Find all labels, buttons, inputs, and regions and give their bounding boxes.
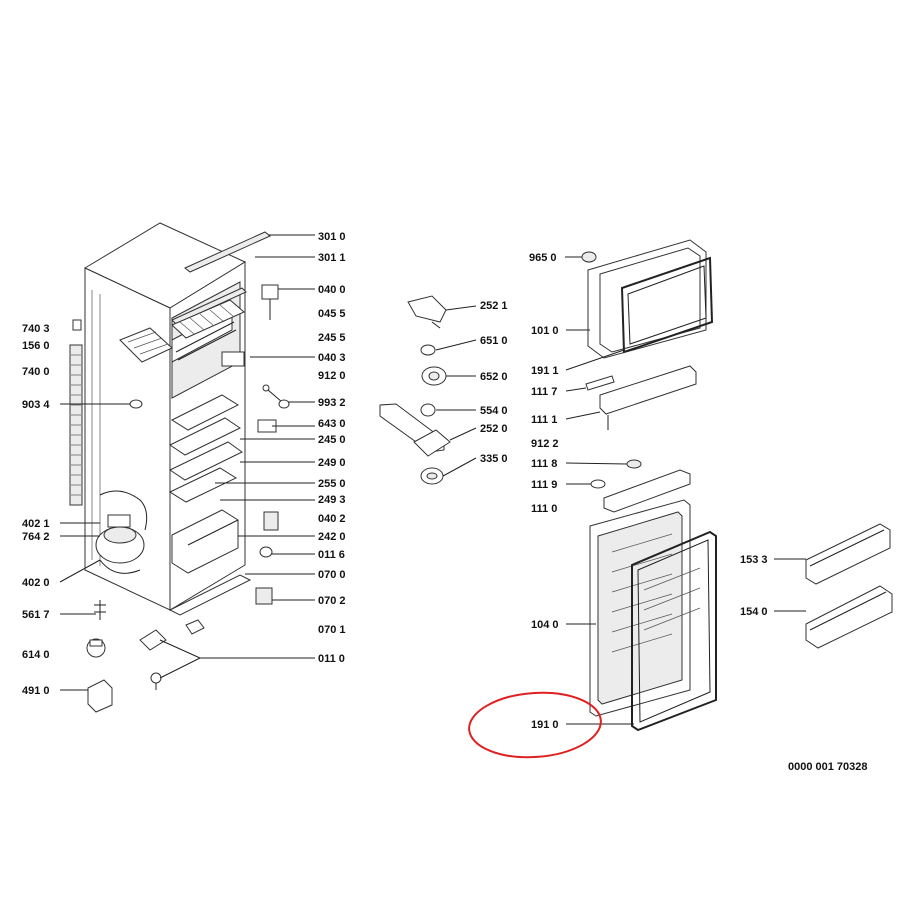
callout-335-0: 335 0: [480, 453, 508, 465]
ice-tray: [119, 327, 173, 363]
callout-111-7: 111 7: [531, 386, 557, 398]
callout-993-2: 993 2: [318, 397, 346, 409]
callout-111-8: 111 8: [531, 458, 557, 470]
callout-491-0: 491 0: [22, 685, 50, 697]
callout-965-0: 965 0: [529, 252, 557, 264]
callout-040-3: 040 3: [318, 352, 346, 364]
compressor: [95, 490, 148, 574]
callout-740-3: 740 3: [22, 323, 50, 335]
callout-labels: 301 0 301 1 040 0 045 5 245 5 040 3 912 …: [22, 231, 868, 773]
callout-651-0: 651 0: [480, 335, 508, 347]
callout-011-0: 011 0: [318, 653, 345, 665]
callout-554-0: 554 0: [480, 405, 508, 417]
middle-parts: [379, 295, 451, 485]
callout-255-0: 255 0: [318, 478, 346, 490]
callout-252-0: 252 0: [480, 423, 508, 435]
cabinet-small-parts: [168, 284, 290, 635]
callout-191-1: 191 1: [531, 365, 559, 377]
callout-154-0: 154 0: [740, 606, 768, 618]
callout-070-2: 070 2: [318, 595, 346, 607]
bottom-left-parts: [86, 600, 167, 713]
callout-301-1: 301 1: [318, 252, 346, 264]
callout-111-9: 111 9: [531, 479, 557, 491]
callout-040-2: 040 2: [318, 513, 346, 525]
callout-402-0: 402 0: [22, 577, 50, 589]
callout-111-1: 111 1: [531, 414, 557, 426]
callout-402-1: 402 1: [22, 518, 50, 530]
callout-249-0: 249 0: [318, 457, 346, 469]
callout-101-0: 101 0: [531, 325, 559, 337]
callout-045-5: 045 5: [318, 308, 346, 320]
callout-104-0: 104 0: [531, 619, 559, 631]
callout-111-0: 111 0: [531, 503, 557, 515]
callout-912-2: 912 2: [531, 438, 559, 450]
callout-070-0: 070 0: [318, 569, 346, 581]
callout-249-3: 249 3: [318, 494, 346, 506]
freezer-door: [581, 239, 717, 732]
leader-lines: [59, 234, 806, 725]
callout-903-4: 903 4: [22, 399, 50, 411]
freezer-grid: [171, 299, 245, 339]
callout-245-5: 245 5: [318, 332, 346, 344]
callout-245-0: 245 0: [318, 434, 346, 446]
left-side-parts: [69, 319, 143, 506]
callout-156-0: 156 0: [22, 340, 50, 352]
callout-011-6: 011 6: [318, 549, 345, 561]
callout-643-0: 643 0: [318, 418, 346, 430]
callout-561-7: 561 7: [22, 609, 50, 621]
drawing-number: 0000 001 70328: [788, 761, 868, 773]
door-bins: [805, 523, 893, 649]
top-strips: [171, 231, 271, 325]
callout-191-0: 191 0: [531, 719, 559, 731]
callout-242-0: 242 0: [318, 531, 346, 543]
callout-912-0: 912 0: [318, 370, 346, 382]
callout-652-0: 652 0: [480, 371, 508, 383]
callout-153-3: 153 3: [740, 554, 768, 566]
callout-764-2: 764 2: [22, 531, 50, 543]
callout-740-0: 740 0: [22, 366, 50, 378]
callout-301-0: 301 0: [318, 231, 346, 243]
callout-252-1: 252 1: [480, 300, 508, 312]
callout-614-0: 614 0: [22, 649, 50, 661]
highlight-ellipse: [468, 691, 602, 759]
callout-040-0: 040 0: [318, 284, 346, 296]
callout-070-1: 070 1: [318, 624, 346, 636]
